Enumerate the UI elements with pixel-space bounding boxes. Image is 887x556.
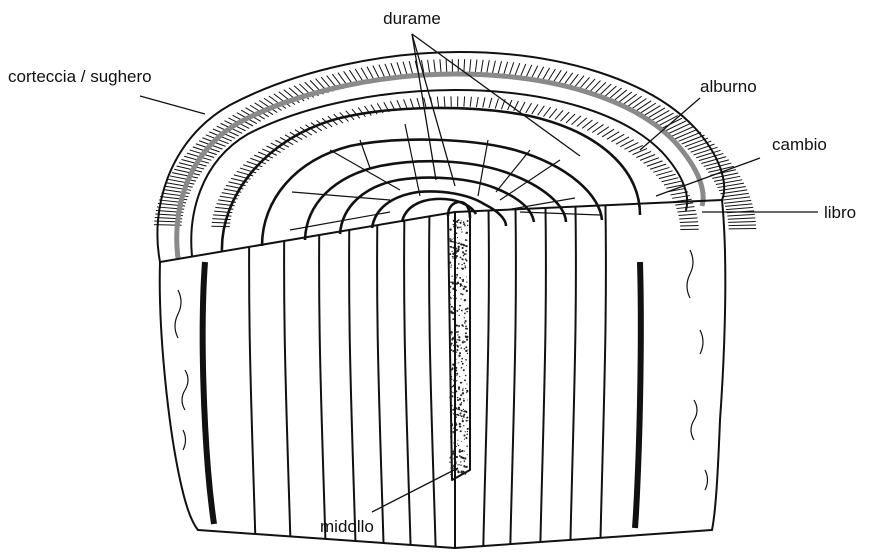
left-grain-lines bbox=[249, 180, 436, 556]
bark-wavy-marks bbox=[175, 250, 708, 490]
right-grain-lines bbox=[483, 180, 606, 556]
label-midollo: midollo bbox=[320, 517, 374, 536]
label-durame: durame bbox=[383, 9, 441, 28]
label-corteccia: corteccia / sughero bbox=[8, 67, 152, 86]
pith-column bbox=[448, 212, 470, 548]
right-bark-strip bbox=[635, 262, 641, 528]
label-alburno: alburno bbox=[700, 77, 757, 96]
left-bark-strip bbox=[203, 262, 214, 524]
trunk-left-face bbox=[160, 180, 455, 556]
label-libro: libro bbox=[824, 203, 856, 222]
pith-top bbox=[448, 202, 470, 218]
bark-outline bbox=[157, 52, 724, 262]
leader-lines bbox=[140, 34, 818, 512]
label-cambio: cambio bbox=[772, 135, 827, 154]
